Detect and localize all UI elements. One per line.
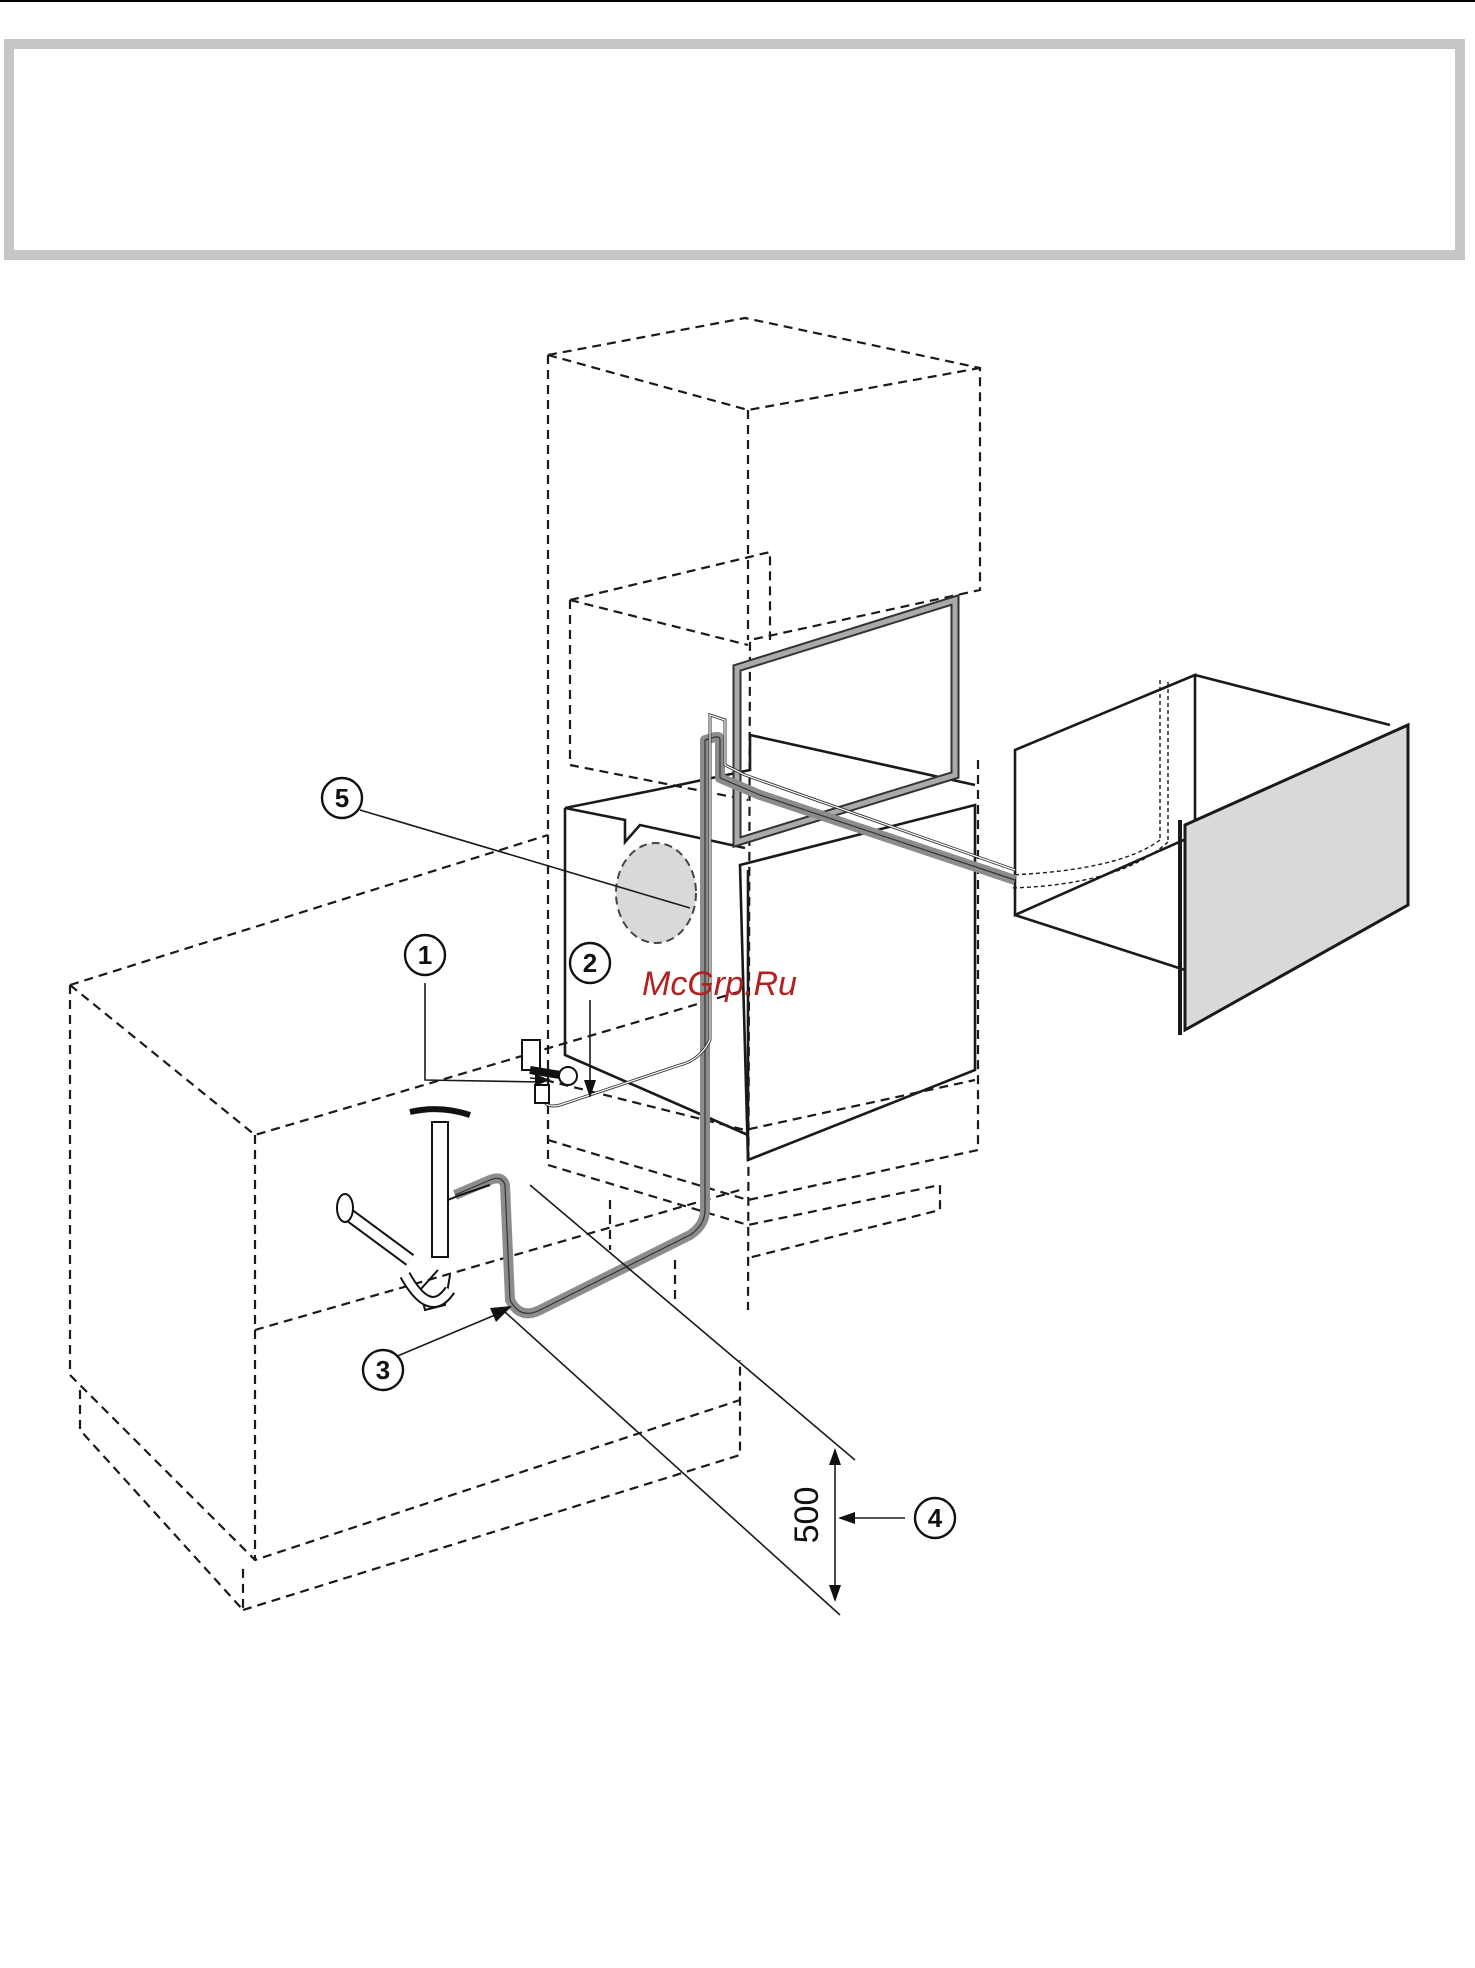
- callout-5-label: 5: [335, 783, 349, 813]
- ventilation-area: [615, 842, 697, 944]
- callout-1: 1: [403, 933, 447, 977]
- callout-3-label: 3: [376, 1355, 390, 1385]
- top-rule: [0, 0, 1475, 2]
- base-cabinet: [68, 833, 746, 1613]
- leader-lines: [359, 809, 905, 1616]
- callout-1-label: 1: [418, 940, 432, 970]
- tall-cabinet: [544, 316, 982, 1311]
- dimension-500-label: 500: [788, 1487, 826, 1544]
- drawer-unit: [1009, 673, 1410, 1035]
- callout-3: 3: [361, 1348, 405, 1392]
- sink-trap: [336, 1106, 491, 1312]
- callout-4: 4: [913, 1496, 957, 1540]
- callout-2: 2: [568, 941, 612, 985]
- oven-appliance: [563, 733, 977, 1162]
- header-box: [4, 39, 1465, 260]
- callout-4-label: 4: [928, 1503, 943, 1533]
- water-tap: [521, 1039, 578, 1104]
- callout-2-label: 2: [583, 948, 597, 978]
- watermark: McGrp.Ru: [642, 965, 797, 1003]
- callout-5: 5: [320, 776, 364, 820]
